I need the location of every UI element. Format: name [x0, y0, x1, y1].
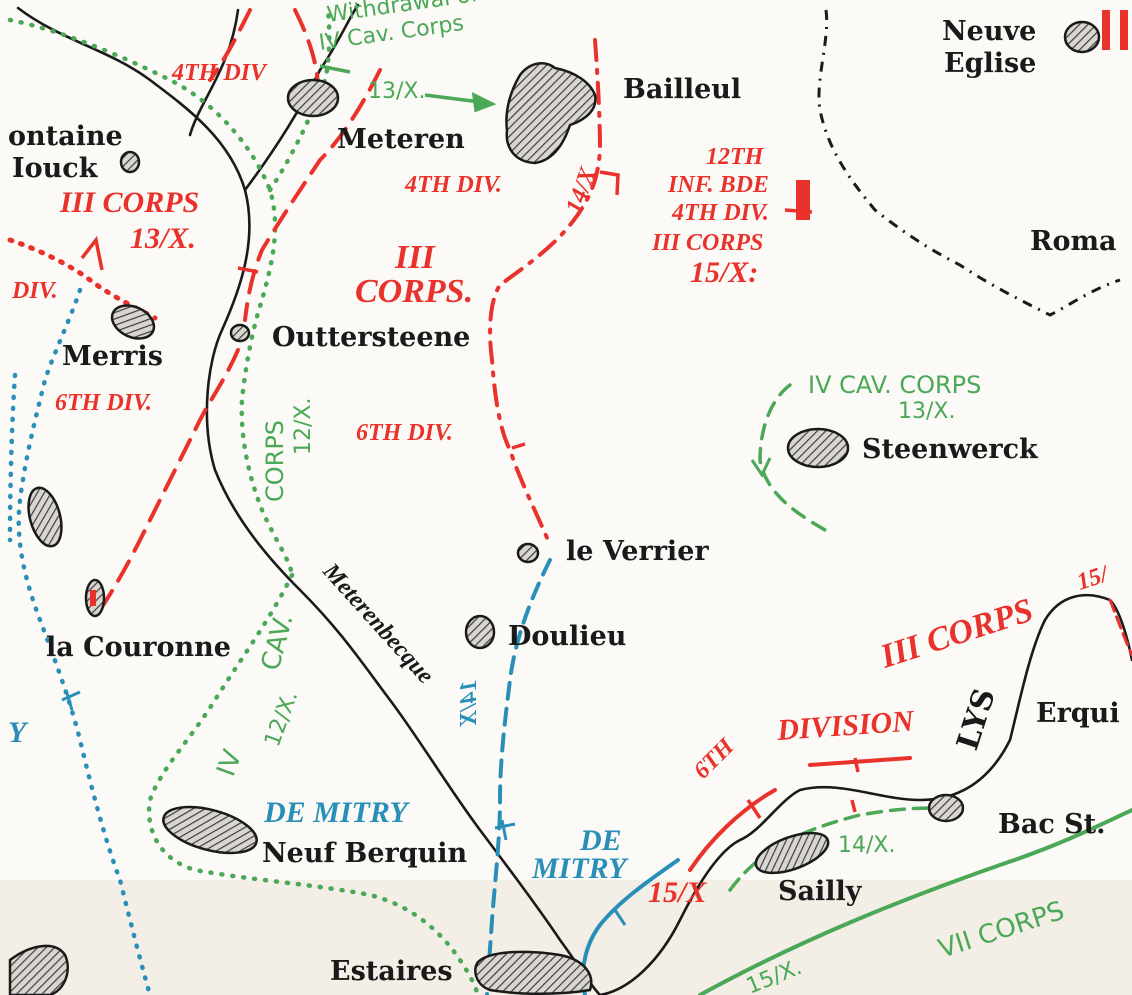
date-14x-blue: 14/X: [456, 680, 482, 728]
label-de-mitry: DE MITRY: [263, 796, 410, 829]
sailly-town: [754, 831, 830, 875]
green-dotted-cav: [146, 572, 481, 995]
label-bailleul: Bailleul: [623, 74, 741, 105]
red-lines: [7, 8, 1132, 872]
unit-4th-div-meteren: 4TH DIV.: [404, 172, 502, 198]
houck-town: [119, 150, 141, 174]
merris-town: [110, 304, 156, 340]
unit-iii-corps-centre-1: III: [394, 239, 436, 276]
red-dashed-meteren: [243, 68, 382, 322]
unit-4th-div-bde: 4TH DIV.: [671, 200, 769, 226]
neuf-berquin-town: [162, 805, 258, 855]
place-labels: Neuve Eglise Bailleul Meteren ontaine Io…: [8, 16, 1120, 987]
town-red-marks: [90, 10, 1128, 606]
unit-4th-div-top: 4TH DIV: [171, 60, 268, 86]
label-houck: Iouck: [12, 153, 99, 184]
red-dashed-3corps: [208, 8, 252, 82]
red-solid-division: [808, 756, 912, 767]
red-solid-6th: [688, 788, 777, 872]
meteren-town: [286, 78, 340, 118]
estaires-town: [474, 950, 593, 995]
green-arrow: [319, 64, 497, 113]
label-y-left: Y: [8, 716, 29, 749]
label-neuve: Neuve: [942, 16, 1036, 47]
bailleul-town: [505, 62, 597, 165]
red-ticks: [80, 170, 860, 819]
green-ticks: [750, 457, 772, 479]
label-erqui: Erqui: [1036, 698, 1120, 729]
unit-inf-bde: INF. BDE: [667, 172, 769, 198]
steenwerck-town: [786, 427, 850, 469]
blue-dotted-left: [16, 287, 153, 995]
date-13x-withdrawal: 13/X.: [368, 79, 425, 104]
blue-ticks: [61, 689, 627, 926]
le-verrier-town: [516, 542, 540, 564]
green-solid-vii: [698, 808, 1132, 995]
date-12x-vertical: 12/X.: [291, 398, 316, 455]
unit-iii-corps-bde: III CORPS: [651, 230, 763, 256]
date-15x-bde: 15/X:: [690, 256, 758, 289]
label-meteren: Meteren: [337, 124, 465, 155]
label-bac-st: Bac St.: [998, 809, 1106, 840]
doulieu-town: [464, 614, 496, 650]
label-outtersteene: Outtersteene: [272, 322, 470, 353]
label-de: DE: [579, 824, 622, 857]
label-doulieu: Doulieu: [508, 621, 626, 652]
unit-iii-corps-centre-2: CORPS.: [355, 273, 473, 310]
date-13x-left: 13/X.: [130, 222, 196, 255]
red-solid-lys: [1108, 598, 1132, 657]
label-le-verrier: le Verrier: [566, 536, 709, 567]
label-cav-corps-vertical: CORPS: [261, 420, 289, 502]
towns: [8, 20, 1101, 995]
unit-iii-corps-left: III CORPS: [59, 186, 199, 219]
boundary-line: [817, 9, 1121, 317]
unit-div-left: DIV.: [11, 278, 58, 304]
label-merris: Merris: [62, 341, 163, 372]
label-sailly: Sailly: [778, 876, 863, 907]
label-estaires: Estaires: [330, 956, 453, 987]
label-neuf-berquin: Neuf Berquin: [262, 838, 467, 869]
southwest-town: [8, 944, 69, 995]
blue-dashed-centre: [485, 558, 552, 995]
stream-north: [188, 8, 240, 137]
label-roma: Roma: [1030, 226, 1117, 257]
lys-river: [598, 593, 1132, 995]
west-town: [27, 486, 63, 548]
outtersteene-town: [229, 323, 251, 343]
neuve-eglise-town: [1063, 20, 1101, 54]
green-dotted-north: [7, 17, 295, 578]
label-steenwerck: Steenwerck: [862, 434, 1039, 465]
unit-6th-div-centre: 6TH DIV.: [356, 420, 453, 446]
bac-st-town: [927, 793, 965, 823]
red-dashed-merris: [98, 348, 240, 612]
label-eglise: Eglise: [944, 48, 1036, 79]
label-la-couronne: la Couronne: [46, 632, 231, 663]
unit-6th-div-left: 6TH DIV.: [55, 390, 152, 416]
date-15x-sailly: 15/X: [648, 876, 707, 909]
date-14x-sailly: 14/X.: [838, 833, 895, 858]
unit-12th: 12TH: [706, 144, 765, 170]
label-fontaine: ontaine: [8, 121, 123, 152]
red-dotted-left: [7, 237, 158, 321]
label-iv-cav-corps: IV CAV. CORPS: [808, 371, 981, 399]
date-13x-iv-cav: 13/X.: [898, 399, 955, 424]
label-mitry: MITRY: [531, 852, 629, 885]
green-dashed-iv-cav: [758, 383, 827, 532]
blue-dotted-far-left: [7, 372, 18, 543]
